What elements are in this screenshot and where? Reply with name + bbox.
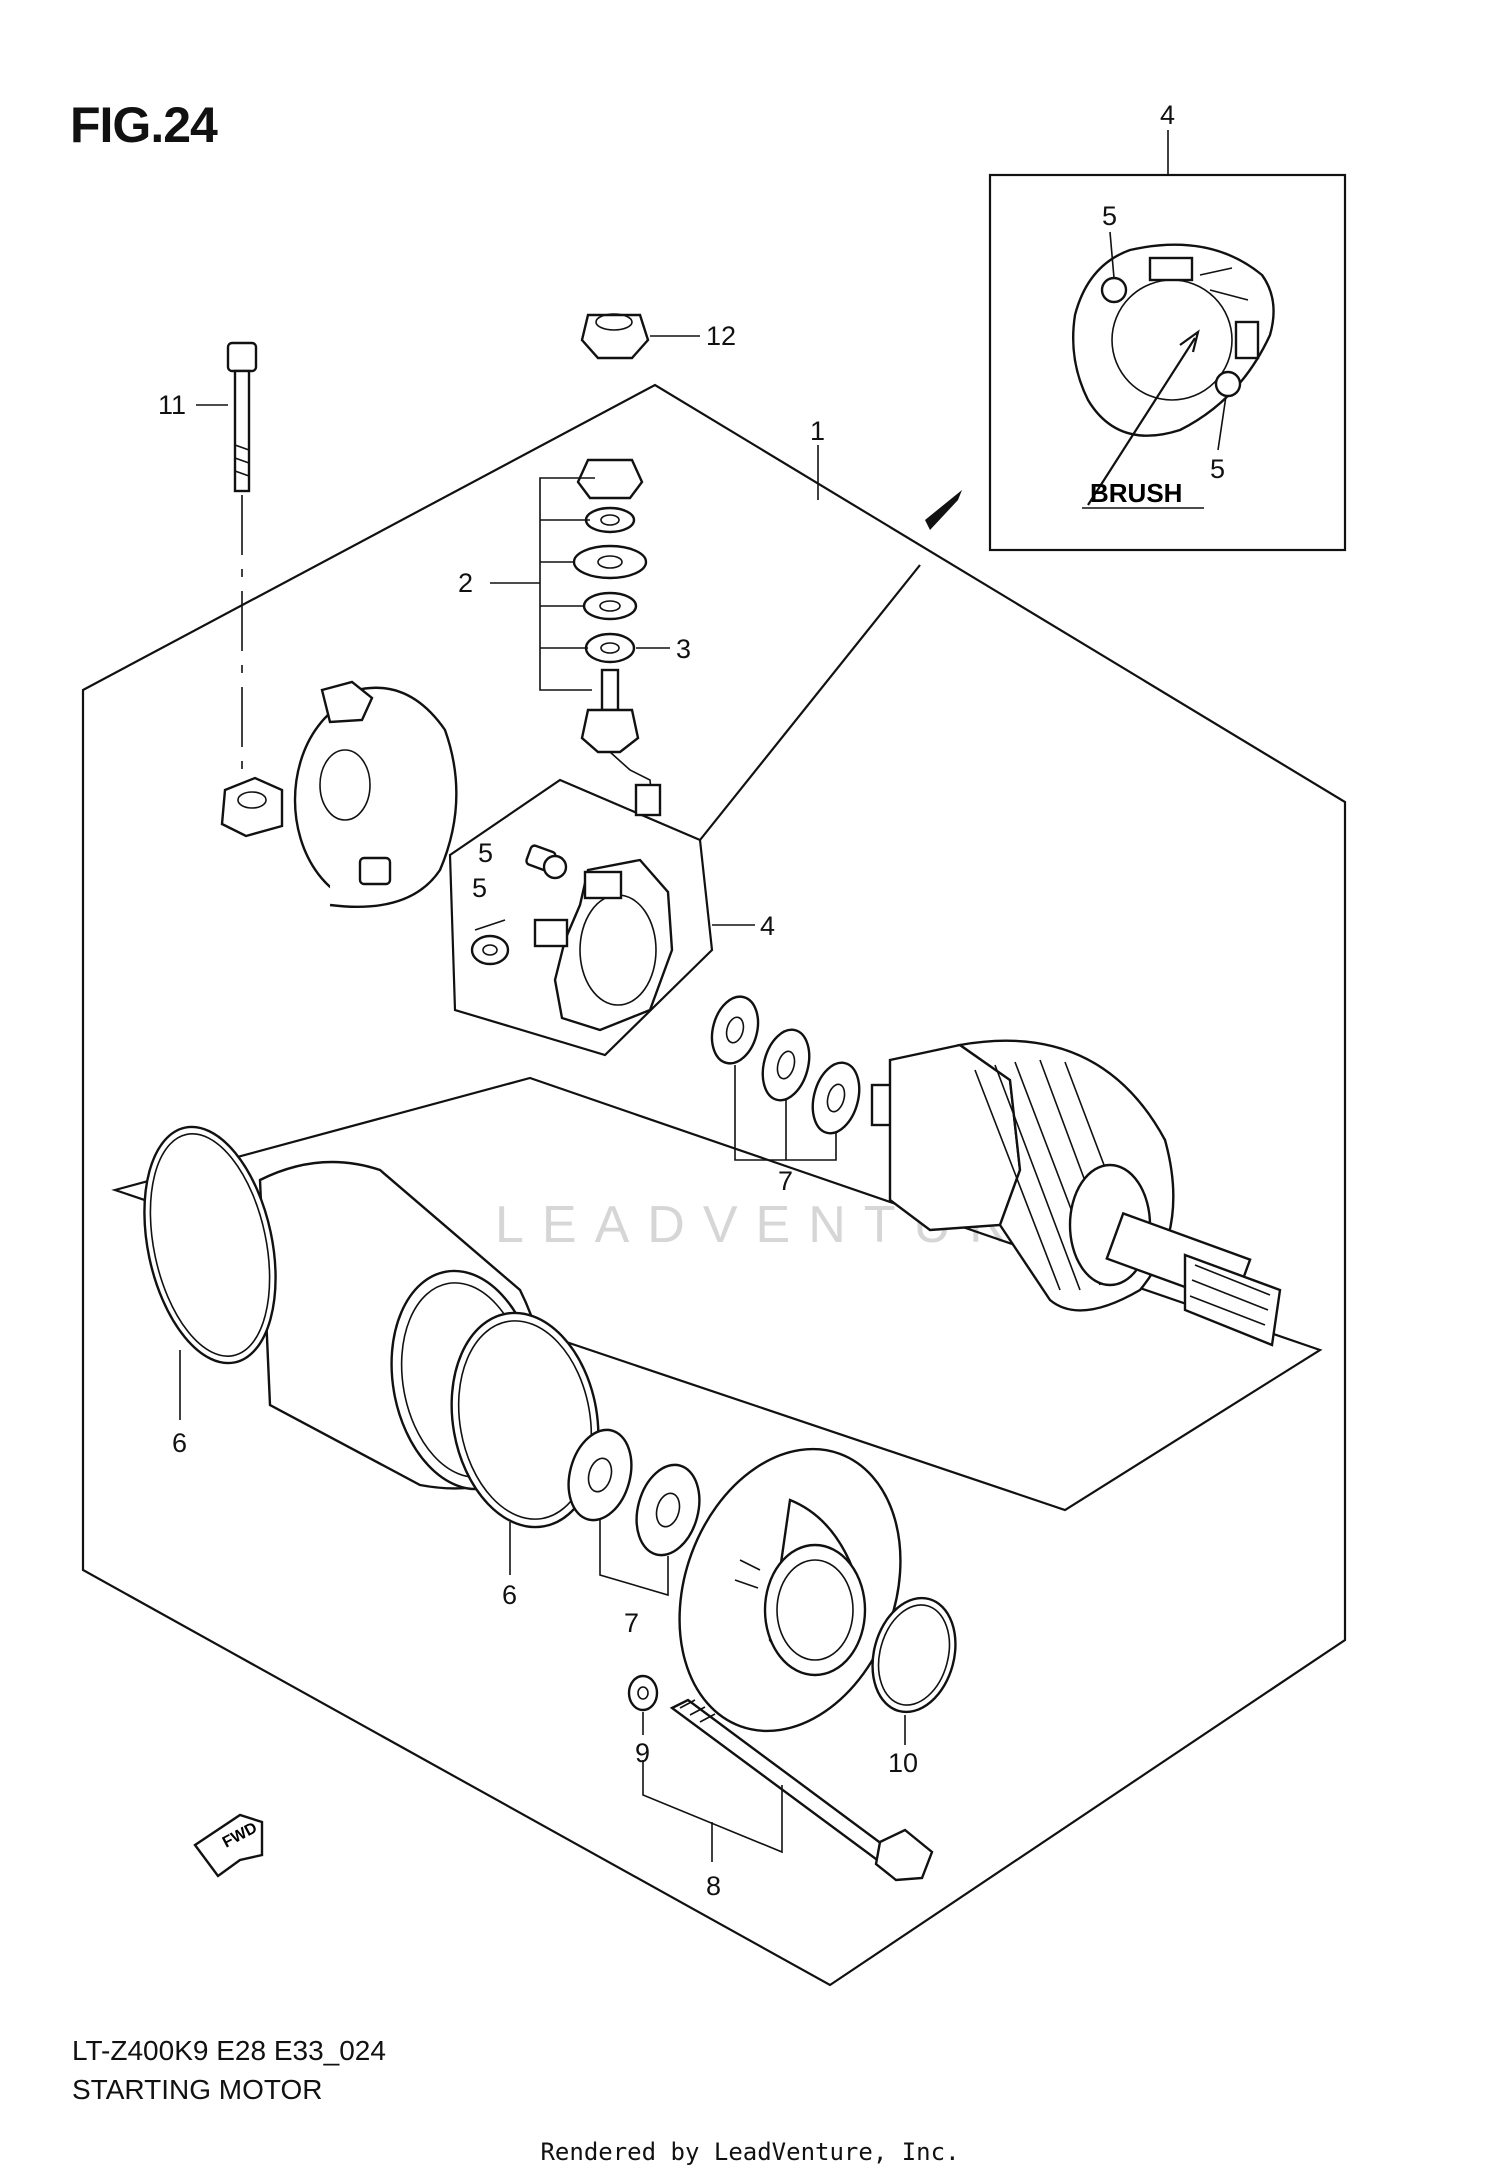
o-ring-10 [871,1596,957,1714]
callout-2: 2 [458,568,473,598]
armature [870,1039,1282,1347]
callout-5-b: 5 [472,873,487,903]
callout-4: 4 [760,911,775,941]
callout-12: 12 [706,321,736,351]
callout-5-a: 5 [478,838,493,868]
washers-upper-7 [710,995,861,1135]
nut-12 [580,313,650,360]
washer-9 [627,1674,659,1712]
o-ring-6-center [450,1311,600,1529]
yoke-group-outline [111,1076,1323,1512]
brush-spring-a [525,844,568,880]
callout-7-lower: 7 [624,1608,639,1638]
callout-5-inset-bottom: 5 [1210,454,1225,484]
o-ring-6-center-inner [457,1320,593,1520]
callout-8: 8 [706,1871,721,1901]
brush-holder-outline [448,778,714,1057]
callout-4-inset: 4 [1160,100,1175,130]
washers-lower-7 [567,1428,701,1557]
callout-5-inset-top-leader [1109,231,1115,279]
callout-5-inset-bottom-leader [1217,395,1227,451]
render-credit: Rendered by LeadVenture, Inc. [540,2138,960,2166]
callout-7-upper: 7 [778,1166,793,1196]
callout-10: 10 [888,1748,918,1778]
washers-lower-bracket [599,1520,669,1597]
terminal-stack-2 [572,458,662,817]
assembly-outline [81,383,1347,1987]
callout-5-inset-top: 5 [1102,201,1117,231]
brush-spring-b [470,919,510,966]
fwd-arrow-icon [193,1813,264,1878]
o-ring-6-left-inner [149,1133,271,1357]
brush-holder-part [533,858,674,1032]
figure-title: FIG.24 [70,97,218,153]
brush-arrow [1087,329,1200,506]
terminal-stack-bracket [539,477,595,691]
front-housing [678,1447,902,1733]
callout-9: 9 [635,1738,650,1768]
callout-3: 3 [676,634,691,664]
rear-bracket [220,680,458,909]
model-code: LT-Z400K9 E28 E33_024 [72,2035,386,2066]
bolt-8-bracket [642,1760,783,1862]
callout-6-center: 6 [502,1580,517,1610]
brush-label: BRUSH [1090,478,1182,508]
through-bolt-8 [669,1698,934,1882]
callout-11: 11 [158,390,186,420]
figure-name: STARTING MOTOR [72,2074,323,2105]
inset-pointer-bar [925,490,962,530]
o-ring-10-inner [877,1604,951,1706]
washers-upper-bracket [734,1065,837,1161]
inset-pointer [699,564,921,841]
callout-6-left: 6 [172,1428,187,1458]
callout-1: 1 [810,416,825,446]
o-ring-6-left [143,1125,277,1365]
bolt-11 [226,341,258,493]
inset-brush-plate [1072,243,1275,437]
